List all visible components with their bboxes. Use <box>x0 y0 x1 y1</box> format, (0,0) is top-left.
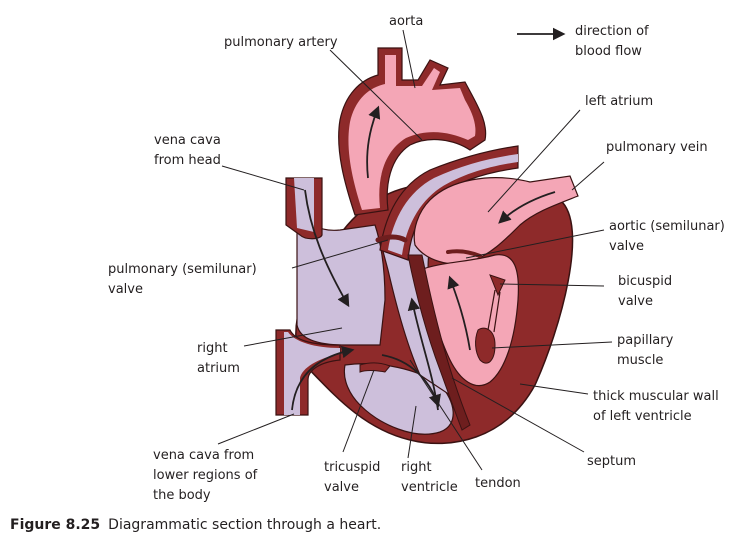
label-right-ventricle: right ventricle <box>401 460 458 495</box>
leader-vena-cava-lower <box>217 413 295 445</box>
figure-caption-text: Diagrammatic section through a heart. <box>108 517 382 533</box>
label-right-atrium: right atrium <box>197 341 240 376</box>
tendon-cord-2 <box>493 291 501 333</box>
septum-wall <box>407 254 471 431</box>
leader-left-atrium <box>487 109 581 213</box>
leader-aortic-valve <box>465 229 605 259</box>
vena-cava-head-lumen <box>294 178 314 232</box>
leader-tricuspid-valve <box>342 369 375 453</box>
leader-aorta <box>402 29 416 89</box>
label-septum: septum <box>587 454 637 469</box>
figure-caption: Figure 8.25 Diagrammatic section through … <box>10 517 381 533</box>
leader-right-atrium <box>243 327 343 347</box>
label-thick-muscular-wall: thick muscular wall of left ventricle <box>593 389 719 424</box>
label-tricuspid-valve: tricuspid valve <box>324 460 381 495</box>
aortic-semilunar-valve <box>446 249 482 258</box>
leader-pulmonary-artery <box>329 49 423 141</box>
flow-arrow-pulmonary-vein <box>498 191 556 224</box>
label-pulmonary-valve: pulmonary (semilunar) valve <box>108 262 257 297</box>
leader-right-ventricle <box>407 405 417 459</box>
label-tendon: tendon <box>475 476 521 491</box>
flow-arrow-lower-vena-cava <box>291 345 355 411</box>
tricuspid-valve-flap <box>359 362 391 373</box>
tendon-cord <box>487 289 496 331</box>
leader-vena-cava-head <box>221 165 305 191</box>
flow-arrow-left-ventricle <box>447 275 471 351</box>
leader-lines <box>217 29 613 471</box>
flow-arrow-aorta <box>366 105 381 179</box>
leader-pulmonary-valve <box>291 239 389 269</box>
pulmonary-artery-lumen <box>388 154 518 255</box>
label-papillary-muscle: papillary muscle <box>617 333 674 368</box>
papillary-muscle-shape <box>475 327 496 364</box>
label-direction-of-blood-flow: direction of blood flow <box>575 24 649 59</box>
vena-cava-lower-lumen <box>284 332 340 415</box>
leader-septum <box>451 377 585 453</box>
leader-bicuspid-valve <box>499 283 605 287</box>
label-pulmonary-artery: pulmonary artery <box>224 35 338 50</box>
label-vena-cava-lower: vena cava from lower regions of the body <box>153 448 258 503</box>
flow-arrow-rv-to-pulmonary <box>407 297 439 411</box>
label-aorta: aorta <box>389 14 424 29</box>
leader-pulmonary-vein <box>571 161 605 191</box>
pulmonary-semilunar-valve <box>375 234 408 243</box>
bicuspid-valve-flap <box>489 274 506 297</box>
label-aortic-valve: aortic (semilunar) valve <box>609 219 725 254</box>
label-pulmonary-vein: pulmonary vein <box>606 140 708 155</box>
figure-number: Figure 8.25 <box>10 517 101 533</box>
flow-arrow-vena-cava-head <box>304 189 350 308</box>
label-left-atrium: left atrium <box>585 94 654 109</box>
label-vena-cava-head: vena cava from head <box>154 133 221 168</box>
aorta-lumen <box>348 55 476 210</box>
leader-tendon <box>409 359 483 471</box>
label-bicuspid-valve: bicuspid valve <box>618 274 673 309</box>
leader-papillary-muscle <box>491 341 613 349</box>
leader-thick-wall <box>519 383 589 395</box>
